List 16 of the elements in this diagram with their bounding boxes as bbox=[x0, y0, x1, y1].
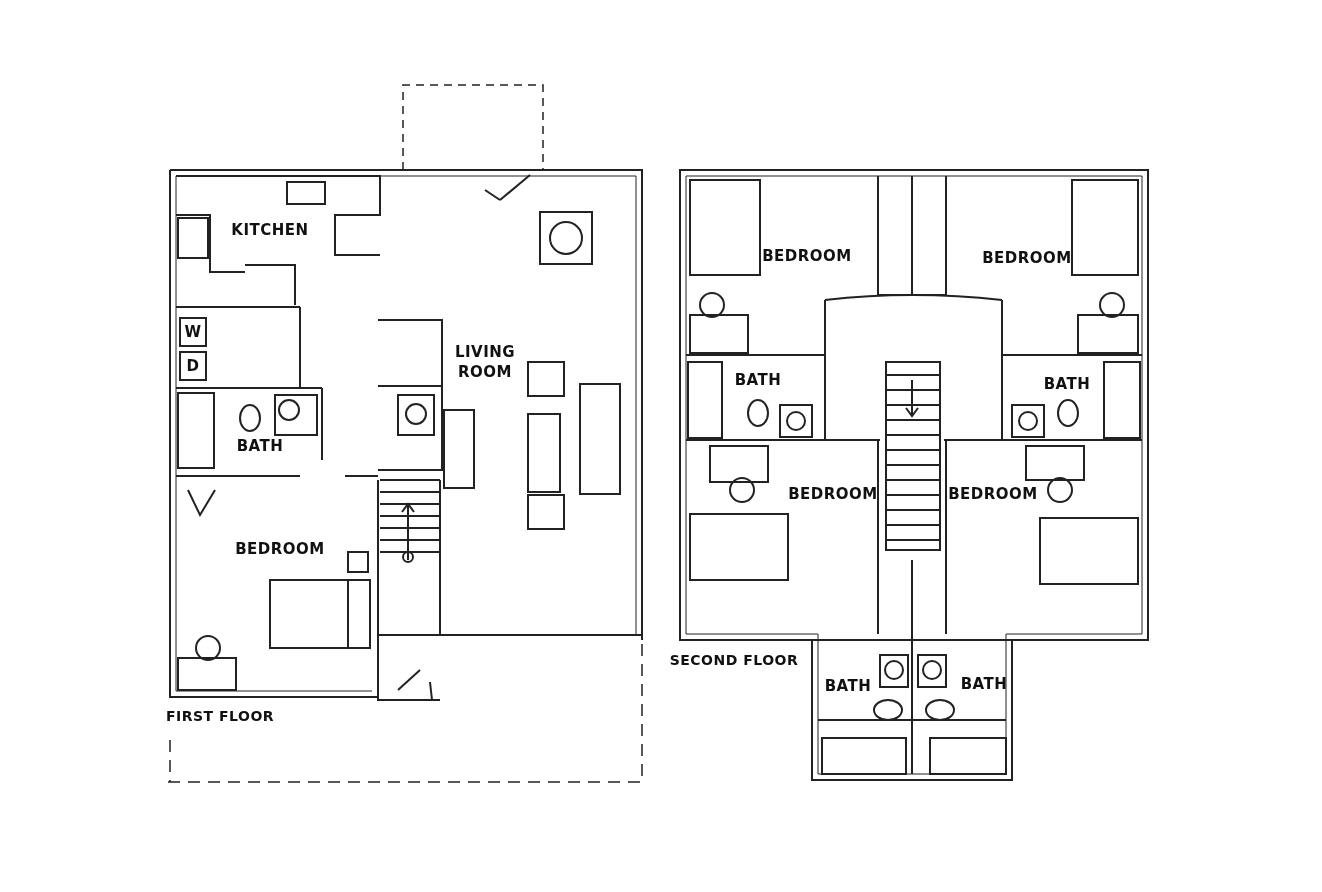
room-label: BATH bbox=[960, 674, 1008, 694]
room-label: BEDROOM bbox=[762, 246, 852, 266]
room-label: LIVING ROOM bbox=[453, 342, 517, 382]
floor-label: FIRST FLOOR bbox=[165, 707, 275, 726]
room-label: BATH bbox=[1043, 374, 1091, 394]
appliance-label: D bbox=[186, 356, 200, 376]
floor-label: SECOND FLOOR bbox=[669, 651, 799, 670]
room-label: BATH bbox=[734, 370, 782, 390]
room-label: BATH bbox=[236, 436, 284, 456]
appliance-label: W bbox=[184, 322, 202, 342]
room-label: BATH bbox=[824, 676, 872, 696]
room-label: BEDROOM bbox=[788, 484, 878, 504]
room-label: KITCHEN bbox=[231, 220, 309, 240]
room-label: BEDROOM bbox=[982, 248, 1072, 268]
room-label: BEDROOM bbox=[948, 484, 1038, 504]
room-label: BEDROOM bbox=[235, 539, 325, 559]
